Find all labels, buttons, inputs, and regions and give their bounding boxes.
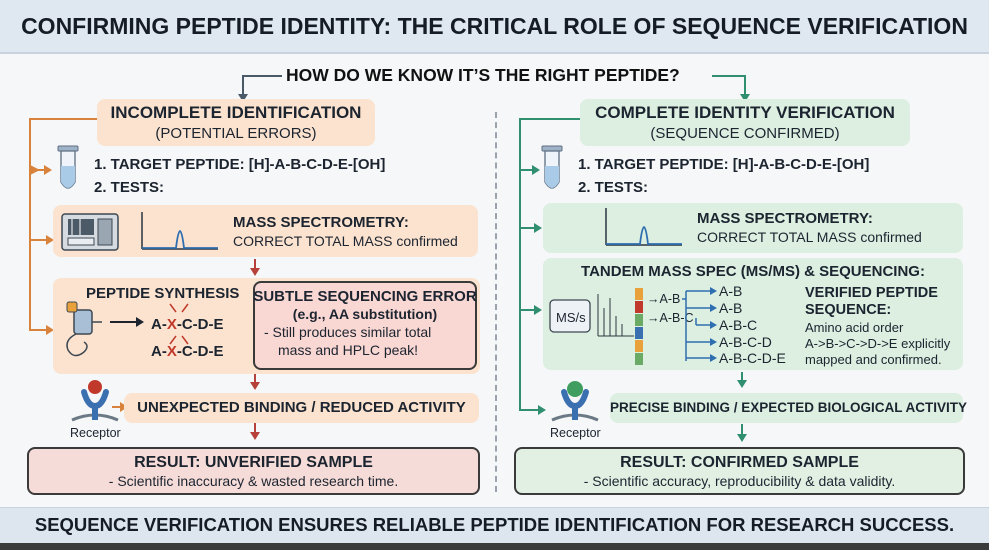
right-test-tube-icon: [541, 145, 563, 189]
left-binding-text: UNEXPECTED BINDING / REDUCED ACTIVITY: [137, 399, 466, 416]
footer-bar: [0, 507, 989, 543]
fragment-4: A-B-C-D: [719, 334, 772, 350]
test-tube-icon: [57, 145, 79, 189]
right-binding-text: PRECISE BINDING / EXPECTED BIOLOGICAL AC…: [610, 400, 968, 415]
verified-title-1: VERIFIED PEPTIDE: [805, 285, 938, 301]
sequence-bottom: A-X-C-D-E: [151, 343, 224, 360]
left-receptor-icon: [71, 380, 119, 422]
error-text-1: - Still produces similar total: [264, 324, 432, 340]
right-mass-spectrum-peak-icon: [605, 208, 682, 246]
question-heading: HOW DO WE KNOW IT’S THE RIGHT PEPTIDE?: [286, 65, 680, 85]
tandem-ms-title: TANDEM MASS SPEC (MS/MS) & SEQUENCING:: [581, 263, 925, 280]
left-binding-box: [124, 393, 479, 423]
left-result-box: [27, 447, 480, 495]
peptide-synthesis-title: PEPTIDE SYNTHESIS: [86, 285, 240, 302]
column-divider: [495, 112, 497, 492]
fragment-3: A-B-C: [719, 317, 758, 333]
tandem-ms-box: [543, 258, 963, 370]
left-mass-spec-text: CORRECT TOTAL MASS confirmed: [233, 233, 458, 249]
substitution-marker-icon: [169, 303, 189, 345]
right-header-title: COMPLETE IDENTITY VERIFICATION: [595, 103, 895, 122]
sequencing-error-box: [253, 281, 477, 370]
error-text-2: mass and HPLC peak!: [278, 342, 419, 358]
mass-spectrum-peak-icon: [141, 212, 218, 250]
left-header-title: INCOMPLETE IDENTIFICATION: [110, 103, 362, 122]
bottom-edge: [0, 543, 989, 550]
left-mass-spec-title: MASS SPECTROMETRY:: [233, 214, 409, 231]
ms-instrument-icon: [549, 294, 634, 337]
right-result-text: - Scientific accuracy, reproducibility &…: [583, 473, 896, 489]
left-header-box: [97, 99, 375, 146]
error-subtitle: (e.g., AA substitution): [292, 306, 438, 322]
left-result-title: RESULT: UNVERIFIED SAMPLE: [134, 454, 373, 471]
verified-text-3: mapped and confirmed.: [805, 352, 942, 367]
synthesizer-icon: [66, 301, 102, 357]
right-receptor-label: Receptor: [550, 426, 601, 440]
verified-title-2: SEQUENCE:: [805, 302, 892, 318]
synthesis-arrow: [110, 317, 144, 327]
verified-text-1: Amino acid order: [805, 320, 904, 335]
fragment-column-icon: [635, 288, 643, 365]
right-target-peptide: 1. TARGET PEPTIDE: [H]-A-B-C-D-E-[OH]: [578, 156, 870, 173]
substitution-x: X: [166, 316, 177, 333]
left-target-peptide: 1. TARGET PEPTIDE: [H]-A-B-C-D-E-[OH]: [94, 156, 386, 173]
left-result-text: - Scientific inaccuracy & wasted researc…: [108, 473, 399, 489]
right-result-box: [514, 447, 965, 495]
left-header-subtitle: (POTENTIAL ERRORS): [155, 125, 317, 142]
fragment-mid-2: →A-B-C: [647, 311, 694, 325]
left-tests-label: 2. TESTS:: [94, 179, 165, 196]
right-header-subtitle: (SEQUENCE CONFIRMED): [650, 125, 840, 142]
mass-spectrometer-icon: [61, 213, 119, 251]
title-bar: [0, 0, 989, 54]
right-result-title: RESULT: CONFIRMED SAMPLE: [620, 454, 859, 471]
verified-text-2: A->B->C->D->E explicitly: [805, 336, 951, 351]
footer-text: SEQUENCE VERIFICATION ENSURES RELIABLE P…: [34, 514, 955, 535]
right-binding-box: [610, 393, 963, 423]
fragment-5: A-B-C-D-E: [719, 350, 786, 366]
right-receptor-icon: [551, 381, 599, 422]
sequence-top: A-X-C-D-E: [151, 316, 224, 333]
fragment-mid-1: →A-B: [647, 292, 681, 306]
right-mass-spec-text: CORRECT TOTAL MASS confirmed: [697, 229, 922, 245]
fragment-2: A-B: [719, 300, 743, 316]
right-mass-spec-title: MASS SPECTROMETRY:: [697, 210, 873, 227]
error-title: SUBTLE SEQUENCING ERROR: [253, 288, 477, 305]
fragment-1: A-B: [719, 283, 743, 299]
page-title: CONFIRMING PEPTIDE IDENTITY: THE CRITICA…: [21, 13, 968, 39]
substitution-x-2: X: [166, 343, 177, 360]
left-receptor-label: Receptor: [70, 426, 121, 440]
right-tests-label: 2. TESTS:: [578, 179, 649, 196]
ms-label: MS/s: [556, 310, 586, 325]
right-header-box: [580, 99, 910, 146]
left-mass-spec-box: [53, 205, 478, 257]
